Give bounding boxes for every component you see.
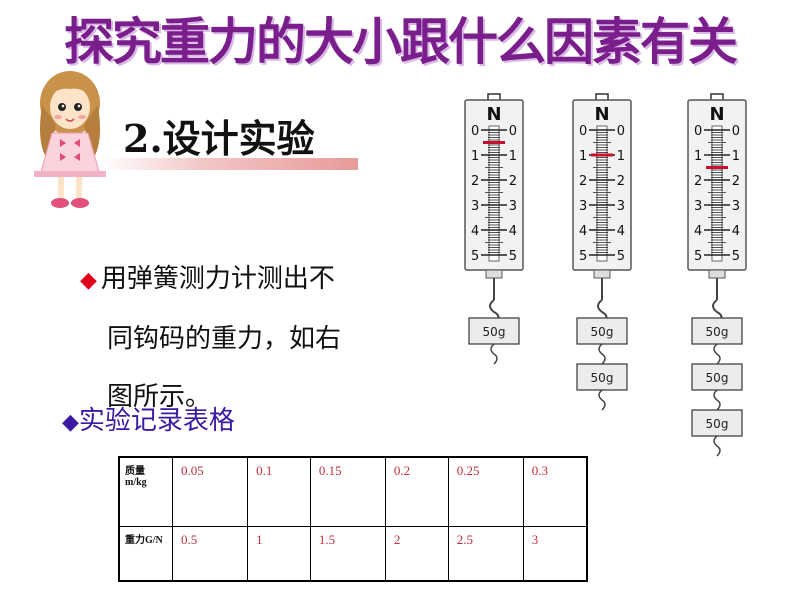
mass-cell: 0.05 <box>171 456 249 528</box>
scale-tick-label: 0 <box>509 124 517 139</box>
table-row-weight: 重力G/N 0.5 1 1.5 2 2.5 3 <box>118 526 588 582</box>
scale-tick-label: 3 <box>617 199 625 214</box>
scale-tick-label: 2 <box>617 174 625 189</box>
scale-tick-label: 3 <box>694 199 702 214</box>
scale-unit-label: N <box>594 104 609 125</box>
scale-tick-label: 1 <box>732 149 740 164</box>
bullet-measure: ◆用弹簧测力计测出不 同钩码的重力，如右 图所示。 <box>80 250 390 426</box>
subtitle-underline <box>100 158 358 170</box>
scale-cap <box>708 269 726 279</box>
scale-tick-label: 4 <box>471 224 479 239</box>
mass-cell: 0.15 <box>309 456 386 528</box>
scale-hook <box>489 299 500 321</box>
scale-slot <box>488 125 500 262</box>
scale-tick-label: 2 <box>471 174 479 189</box>
mass-header-label: 质量 <box>125 466 145 477</box>
weight-label: 50g <box>706 371 729 385</box>
weight-hook <box>713 435 721 457</box>
weight-hook <box>490 343 498 365</box>
weight-block <box>468 317 520 345</box>
weight-cell: 1 <box>247 526 311 582</box>
scale-tick-label: 2 <box>509 174 517 189</box>
bullet2-text: 实验记录表格 <box>78 406 235 436</box>
weight-hook <box>598 343 606 365</box>
scale-tick-label: 0 <box>617 124 625 139</box>
weight-cell: 2.5 <box>447 526 524 582</box>
scale-tick-label: 5 <box>509 249 517 264</box>
scale-tick-label: 3 <box>579 199 587 214</box>
bullet1-line2: 同钩码的重力，如右 <box>107 324 342 354</box>
scale-tick-label: 1 <box>617 149 625 164</box>
scale-tick-label: 4 <box>694 224 702 239</box>
scale-hook <box>597 299 608 321</box>
scale-tick-label: 4 <box>579 224 587 239</box>
scale-tick-label: 3 <box>509 199 517 214</box>
weight-label: 50g <box>706 417 729 431</box>
weight-hook <box>713 389 721 411</box>
scale-slot <box>596 125 608 262</box>
scale-tick-label: 2 <box>579 174 587 189</box>
scale-tick-label: 0 <box>579 124 587 139</box>
scale-tick-label: 4 <box>617 224 625 239</box>
scale-tick-label: 4 <box>509 224 517 239</box>
bullet1-line1: 用弹簧测力计测出不 <box>100 264 335 294</box>
scale-tick-label: 3 <box>471 199 479 214</box>
bullet-table-heading: ◆实验记录表格 <box>62 400 235 437</box>
table-row-mass: 质量 m/kg 0.05 0.1 0.15 0.2 0.25 0.3 <box>118 456 588 528</box>
scale-tick-label: 5 <box>579 249 587 264</box>
scale-tick-label: 5 <box>694 249 702 264</box>
scale-tick-label: 0 <box>694 124 702 139</box>
mass-cell: 0.1 <box>247 456 311 528</box>
weight-label: 50g <box>706 325 729 339</box>
red-diamond-bullet-icon: ◆ <box>80 268 97 293</box>
scale-tick-label: 4 <box>732 224 740 239</box>
weight-cell: 0.5 <box>171 526 249 582</box>
scale-tick-label: 5 <box>732 249 740 264</box>
record-table: 质量 m/kg 0.05 0.1 0.15 0.2 0.25 0.3 重力G/N… <box>118 456 588 582</box>
mass-header: 质量 m/kg <box>118 456 173 528</box>
scale-hook <box>712 299 723 321</box>
scale-cap <box>593 269 611 279</box>
scale-tick-label: 5 <box>471 249 479 264</box>
scale-tick-label: 1 <box>694 149 702 164</box>
weight-label: 50g <box>591 325 614 339</box>
cartoon-girl-icon <box>34 71 106 208</box>
weight-hook <box>713 343 721 365</box>
scale-slot <box>711 125 723 262</box>
weight-block <box>691 363 743 391</box>
scale-tick-label: 3 <box>732 199 740 214</box>
scale-tick-label: 2 <box>732 174 740 189</box>
blue-diamond-bullet-icon: ◆ <box>62 410 79 435</box>
section-subtitle: 2.设计实验 <box>123 116 315 161</box>
page-title: 探究重力的大小跟什么因素有关 <box>64 13 738 71</box>
scale-tick-label: 1 <box>579 149 587 164</box>
scale-tick-label: 5 <box>617 249 625 264</box>
weight-header: 重力G/N <box>118 526 173 582</box>
scale-tick-label: 0 <box>732 124 740 139</box>
mass-cell: 0.25 <box>447 456 524 528</box>
scale-tick-label: 1 <box>509 149 517 164</box>
weight-block <box>576 363 628 391</box>
scale-tick-label: 2 <box>694 174 702 189</box>
weight-label: 50g <box>591 371 614 385</box>
bullet1-line3: 图所示。 <box>107 382 212 412</box>
mass-cell: 0.2 <box>384 456 449 528</box>
weight-cell: 2 <box>384 526 449 582</box>
weight-label: 50g <box>483 325 506 339</box>
weight-block <box>691 409 743 437</box>
mass-header-unit: m/kg <box>125 477 147 488</box>
scale-tick-label: 1 <box>471 149 479 164</box>
weight-cell: 1.5 <box>309 526 386 582</box>
scale-tick-label: 0 <box>471 124 479 139</box>
weight-cell: 3 <box>522 526 588 582</box>
scale-unit-label: N <box>486 104 501 125</box>
scale-cap <box>485 269 503 279</box>
scale-unit-label: N <box>709 104 724 125</box>
weight-hook <box>598 389 606 411</box>
